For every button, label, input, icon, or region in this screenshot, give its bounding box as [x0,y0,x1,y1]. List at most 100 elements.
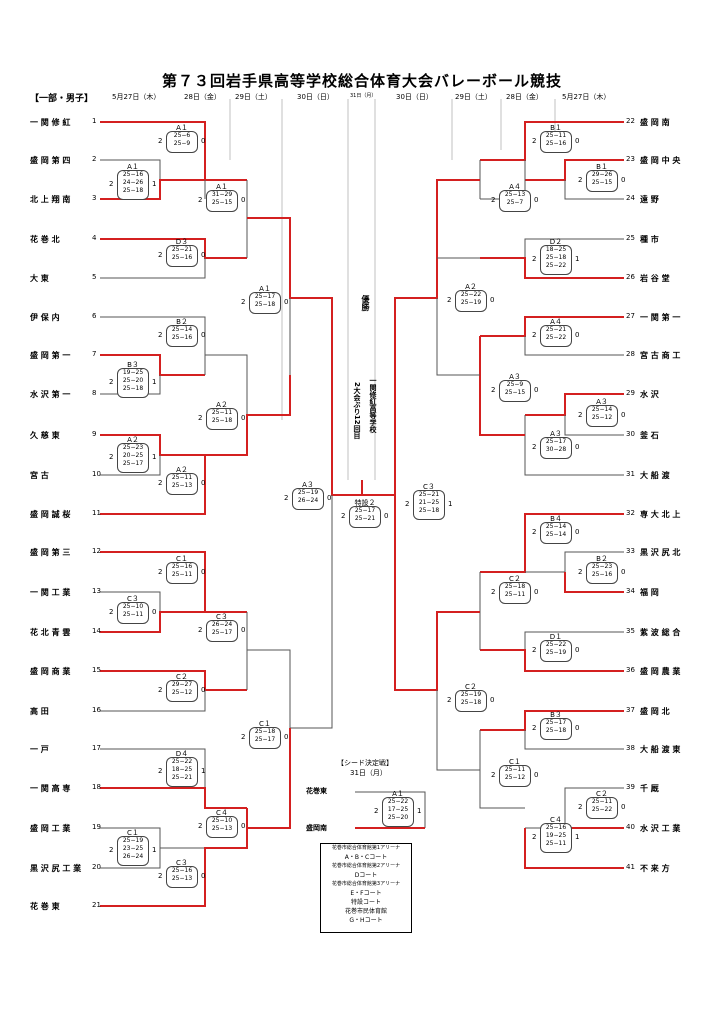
bracket-line [100,827,205,849]
team-name: 久 慈 東 [30,431,60,440]
set-score: 25−22 [545,262,567,269]
sets-lost: 1 [201,767,206,775]
set-score: 25−21 [418,491,440,498]
team-name: 遠 野 [640,195,659,204]
court-code: D４ [175,750,189,758]
bracket-line [100,591,161,612]
court-code: B２ [176,318,188,326]
court-code: A３ [509,373,521,381]
set-score: 29−26 [591,171,613,178]
set-score: 25−18 [254,301,276,308]
bracket-line [247,495,333,729]
team-number: 1 [92,117,97,125]
team-number: 11 [92,509,101,517]
set-score: 25−16 [591,571,613,578]
date-header: 30日（日） [297,93,334,101]
sets-won: 2 [491,771,496,779]
winner-line [480,649,624,672]
court-code: C２ [596,790,608,798]
venue-line: G・Hコート [349,917,383,924]
team-name: 水 沢 工 業 [640,824,681,833]
bracket-line [100,258,206,279]
sets-won: 2 [491,196,496,204]
sets-won: 2 [532,833,537,841]
team-name: 花 巻 北 [30,235,60,244]
court-code: C１ [127,829,139,837]
bracket-line [436,298,480,376]
team-name: 大 船 渡 東 [640,745,681,754]
court-code: C１ [259,720,271,728]
set-score: 25−22 [591,806,613,813]
seed-team-1: 花巻東 [306,787,327,795]
date-header: 28日（金） [184,93,221,101]
set-score: 25−19 [460,691,482,698]
date-header: 5月27日（木） [562,93,611,101]
team-name: 黒 沢 尻 工 業 [30,864,82,873]
sets-won: 2 [241,298,246,306]
team-name: 大 船 渡 [640,471,670,480]
sets-won: 2 [578,411,583,419]
set-score: 25−7 [506,199,524,206]
team-name: 盛 岡 第 三 [30,548,71,557]
team-number: 35 [626,627,635,635]
sets-lost: 0 [241,626,246,634]
set-score: 25−22 [387,798,409,805]
set-score: 25−16 [171,254,193,261]
winner-line [100,434,205,456]
winner-line [524,828,624,869]
venue-line: 花巻市民体育館 [344,908,387,915]
set-score: 25−23 [122,444,144,451]
set-score: 25−13 [211,825,233,832]
team-number: 29 [626,389,635,397]
court-code: A１ [176,124,188,132]
sets-lost: 0 [490,296,495,304]
set-score: 25−12 [171,689,193,696]
court-code: 特設２ [354,499,376,507]
sets-won: 2 [198,414,203,422]
set-score: 25−23 [591,563,613,570]
sets-lost: 0 [534,196,539,204]
set-score: 25−11 [122,611,144,618]
set-score: 25−18 [211,417,233,424]
sets-lost: 0 [327,494,332,502]
court-code: C４ [216,809,228,817]
court-code: A１ [392,790,404,798]
team-number: 7 [92,350,97,358]
court-code: C３ [176,859,188,867]
bracket-line [100,690,206,712]
set-score: 25−13 [171,875,193,882]
set-score: 25−10 [211,817,233,824]
winner-line [100,670,247,691]
court-code: C２ [465,683,477,691]
set-score: 25−11 [211,409,233,416]
venue-line: 花巻市総合体育館第2アリーナ [331,863,401,869]
team-number: 20 [92,863,101,871]
team-name: 水 沢 第 一 [30,390,71,399]
set-score: 25−11 [171,474,193,481]
sets-lost: 0 [201,331,206,339]
team-name: 盛 岡 南 [640,118,670,127]
date-header: 30日（日） [396,93,433,101]
team-number: 33 [626,547,635,555]
court-code: C３ [127,595,139,603]
sets-lost: 1 [448,500,453,508]
set-score: 25−10 [122,603,144,610]
